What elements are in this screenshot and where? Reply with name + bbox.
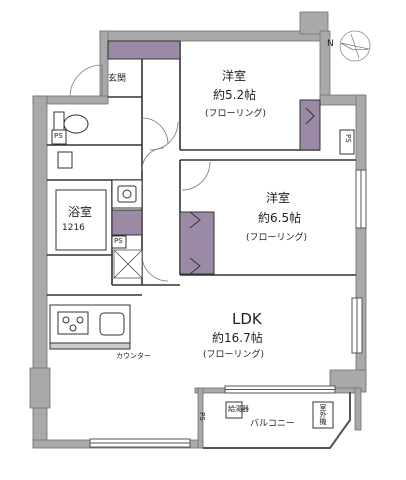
ps-box-hall (111, 235, 127, 249)
door-western2 (181, 161, 211, 191)
windows (89, 169, 367, 448)
water-heater-box (225, 401, 243, 419)
storage-top (107, 40, 181, 60)
label-ps-hall: PS (114, 237, 123, 245)
basin-icon (57, 151, 73, 169)
label-ldk-name: LDK (232, 310, 262, 328)
label-ps-left: PS (54, 132, 63, 140)
label-compass-north: N (327, 39, 334, 49)
label-western2-name: 洋室 (266, 191, 291, 205)
kitchen-sink-icon (99, 312, 125, 336)
label-water-heater: 給湯器 (228, 405, 249, 413)
washbasin-area (111, 179, 143, 209)
label-ldk-size: 約16.7帖 (212, 331, 263, 345)
label-balcony: バルコニー (250, 419, 295, 429)
balcony-edge (203, 392, 351, 449)
kitchen (49, 304, 131, 350)
wall-left-column (29, 367, 51, 409)
balcony-rail-left (197, 387, 204, 449)
storage-western1 (299, 99, 321, 151)
door-entrance (69, 64, 103, 98)
label-outdoor-unit: 室外機 (319, 404, 327, 425)
bathtub (55, 189, 107, 251)
wall-top (99, 30, 329, 42)
walls (29, 11, 367, 449)
wall-entrance-left (99, 30, 109, 98)
ps-box-left (51, 129, 67, 145)
sink-icon (117, 185, 137, 203)
label-western1-name: 洋室 (222, 69, 247, 83)
label-counter: カウンター (116, 352, 151, 360)
ps-box-right (339, 129, 355, 155)
washer-pan (113, 249, 143, 279)
storage-hall (111, 209, 143, 236)
wall-top-right-post (299, 11, 329, 35)
counter-top (49, 342, 131, 350)
label-ldk-floor: (フローリング) (203, 350, 265, 360)
label-western1-size: 約5.2帖 (213, 88, 257, 102)
door-hall (141, 254, 169, 282)
label-ps-right: PS (344, 134, 352, 143)
label-bath-name: 浴室 (68, 205, 93, 219)
label-western2-floor: (フローリング) (246, 233, 308, 243)
balcony-rail-right (354, 387, 362, 431)
label-entrance: 玄関 (108, 74, 127, 84)
label-bath-size: 1216 (62, 223, 85, 233)
storage-western2 (179, 211, 215, 275)
label-ps-balcony: PS (198, 412, 206, 421)
outdoor-unit-box (312, 401, 334, 429)
door-western1 (149, 121, 179, 151)
compass-icon (339, 30, 371, 62)
label-western1-floor: (フローリング) (205, 109, 267, 119)
label-western2-size: 約6.5帖 (258, 211, 302, 225)
